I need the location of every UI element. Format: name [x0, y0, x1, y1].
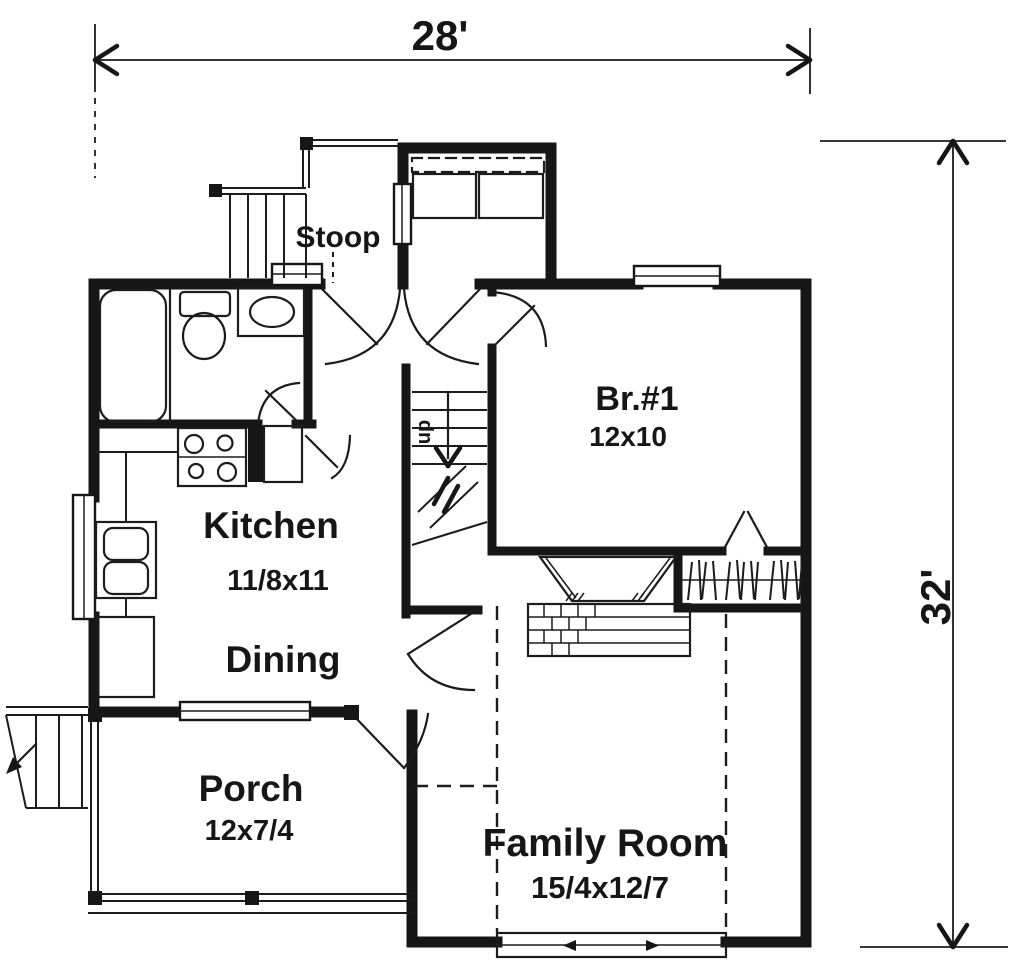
porch-railing: [88, 705, 412, 914]
kitchen-area: Kitchen 11/8x11: [94, 426, 352, 699]
dining-area: Dining: [225, 610, 476, 692]
steps-down-arrow-icon: [6, 742, 38, 774]
porch-size-label: 12x7/4: [205, 815, 294, 847]
bedroom1-label: Br.#1: [595, 380, 678, 418]
bathroom-door: [256, 381, 302, 426]
bathroom-sink: [236, 286, 306, 338]
toilet: [178, 290, 232, 361]
hearth: [526, 602, 692, 658]
up-arrow-icon: [433, 390, 463, 469]
bedroom1-closet-door: [722, 510, 770, 551]
stoop-room-window: [392, 182, 413, 246]
arrow-up-icon: [936, 138, 970, 166]
kitchen-wall-column: [248, 426, 264, 482]
family-room-size-label: 15/4x12/7: [531, 870, 669, 905]
exterior-walls: [88, 142, 812, 948]
dining-label: Dining: [225, 639, 340, 680]
kitchen-sink: [94, 520, 158, 600]
kitchen-counter: [96, 451, 178, 617]
dimension-height: 32': [820, 138, 1008, 950]
bedroom1-door: [490, 290, 548, 350]
porch-label: Porch: [199, 768, 304, 809]
fireplace-hatch: [565, 592, 651, 602]
arrow-right-icon: [785, 43, 813, 77]
stoop-area: Stoop: [209, 137, 398, 283]
bathtub: [98, 288, 168, 424]
kitchen-door: [304, 434, 352, 480]
dining-window: [178, 700, 312, 722]
stoop-label: Stoop: [296, 221, 381, 254]
entry-sidelite-window: [270, 262, 324, 287]
stair-break-line: [417, 465, 479, 529]
sliding-glass-door: [495, 931, 728, 959]
interior-walls: [89, 279, 811, 619]
arrow-left-icon: [92, 43, 120, 77]
kitchen-label: Kitchen: [203, 505, 339, 546]
family-room: Family Room 15/4x12/7: [414, 606, 728, 959]
bedroom1: Br.#1 12x10: [490, 290, 770, 551]
fireplace: [526, 555, 692, 658]
stairs-up-label: up: [413, 420, 435, 444]
kitchen-window: [71, 493, 97, 621]
bedroom1-size-label: 12x10: [589, 421, 667, 452]
arrow-down-icon: [936, 922, 970, 950]
stoop-steps: [229, 194, 307, 278]
bathroom: [98, 286, 306, 426]
dimension-width: 28': [92, 12, 813, 178]
stove: [176, 426, 248, 488]
staircase: up: [411, 390, 488, 546]
porch-door: [350, 712, 430, 770]
entry-doors: [320, 287, 482, 366]
dining-hall-door: [406, 610, 476, 692]
kitchen-size-label: 11/8x11: [227, 565, 329, 597]
hall-closet: [262, 424, 304, 484]
porch-steps: [5, 706, 88, 809]
porch-area: Porch 12x7/4: [5, 705, 430, 914]
family-room-label: Family Room: [483, 822, 728, 865]
width-dimension-label: 28': [412, 12, 469, 59]
height-dimension-label: 32': [912, 569, 959, 626]
closet: [682, 559, 806, 601]
bedroom-window: [632, 264, 722, 288]
refrigerator: [96, 615, 156, 699]
clothes-hangers: [687, 559, 803, 601]
windows: [71, 182, 722, 722]
entry-room-sofa: [410, 156, 546, 220]
